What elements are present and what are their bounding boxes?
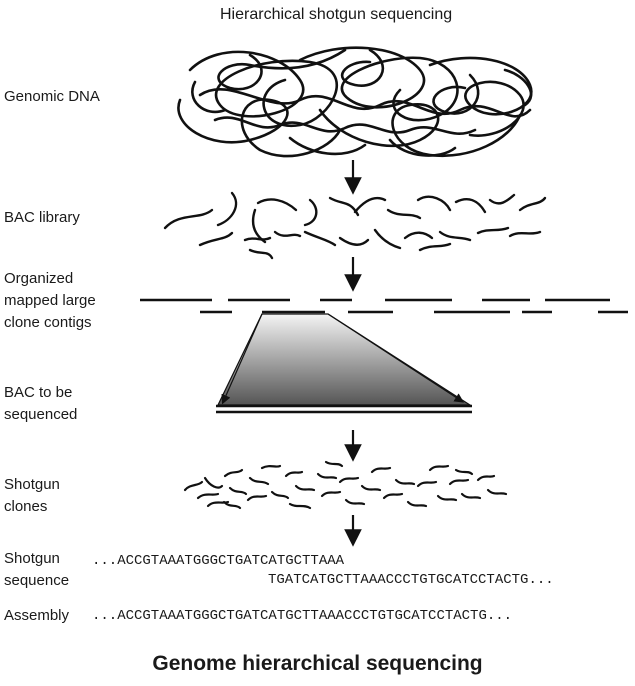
bac-zoom <box>217 313 473 406</box>
label-contigs-line3: clone contigs <box>4 314 92 331</box>
contig-lines <box>140 298 628 314</box>
label-contigs-line1: Organized <box>4 270 74 287</box>
bac-strand <box>216 404 472 414</box>
shotgun-clone-fragments <box>183 460 508 510</box>
sequence-assembly: ...ACCGTAAATGGGCTGATCATGCTTAAACCCTGTGCAT… <box>92 608 513 624</box>
label-genomic-dna: Genomic DNA <box>4 88 100 105</box>
sequence-read-1: ...ACCGTAAATGGGCTGATCATGCTTAAA <box>92 553 345 569</box>
label-shotgun-seq-line2: sequence <box>4 572 70 589</box>
genomic-dna-tangle <box>177 46 533 158</box>
label-bac-seq-line1: BAC to be <box>4 384 73 401</box>
label-assembly: Assembly <box>4 607 70 624</box>
label-shotgun-seq-line1: Shotgun <box>4 550 60 567</box>
diagram-title: Hierarchical shotgun sequencing <box>220 6 453 23</box>
label-shotgun-clones-line2: clones <box>4 498 48 515</box>
label-bac-library: BAC library <box>4 209 80 226</box>
figure-caption: Genome hierarchical sequencing <box>152 652 483 675</box>
bac-library-fragments <box>163 191 547 260</box>
label-shotgun-clones-line1: Shotgun <box>4 476 60 493</box>
sequence-read-2: TGATCATGCTTAAACCCTGTGCATCCTACTG... <box>268 572 554 588</box>
label-bac-seq-line2: sequenced <box>4 406 78 423</box>
label-contigs-line2: mapped large <box>4 292 96 309</box>
